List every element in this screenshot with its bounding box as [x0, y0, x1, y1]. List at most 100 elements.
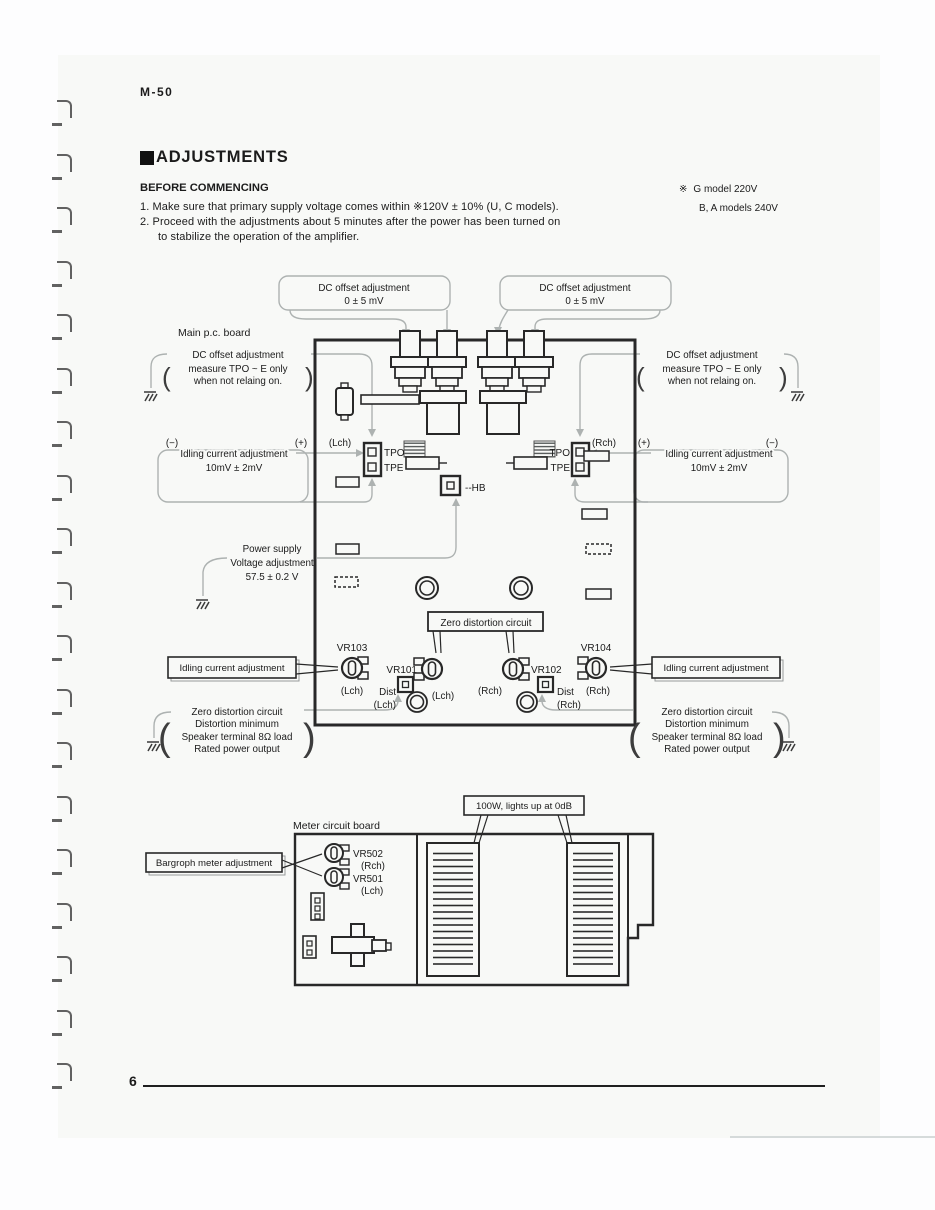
instruction-item-1: 1. Make sure that primary supply voltage…	[140, 201, 559, 213]
dist-label-right: Dist	[557, 687, 574, 698]
test-point-dist-lch	[396, 675, 415, 694]
ground-symbol	[782, 741, 796, 752]
main-board-label: Main p.c. board	[178, 327, 251, 339]
binder-hole-mark	[52, 368, 72, 394]
paren-open: (	[162, 362, 171, 392]
dist-label-left: Dist	[379, 687, 396, 698]
connector-2pin	[302, 935, 317, 959]
zero-distortion-label-box	[427, 611, 544, 632]
binder-hole-mark	[52, 421, 72, 447]
paren-close: )	[303, 717, 316, 759]
ground-symbol	[791, 391, 805, 402]
callout-dc-offset-right-line1: DC offset adjustment	[539, 283, 631, 294]
power-device	[479, 390, 527, 435]
callout-measure-left-line3: when not relaing on.	[193, 376, 282, 387]
vr102-pot	[501, 657, 530, 681]
tpe-resistor-rch	[506, 456, 548, 470]
paren-close: )	[773, 717, 786, 759]
vr102-channel: (Rch)	[478, 686, 502, 697]
test-point-tpe-label-left: TPE	[384, 463, 404, 474]
heading-square-icon	[140, 150, 154, 165]
trim-pot-stack	[477, 356, 517, 393]
resistor	[581, 508, 608, 520]
binder-hole-mark	[52, 528, 72, 554]
test-point-hb-label: --HB	[465, 483, 486, 494]
voltage-note-line2: B, A models 240V	[699, 203, 778, 214]
subheading: BEFORE COMMENCING	[140, 182, 269, 194]
vr104-channel: (Rch)	[586, 686, 610, 697]
section-heading: ADJUSTMENTS	[140, 148, 289, 167]
test-point-block-lch	[362, 441, 383, 478]
callout-idling-right-line2: 10mV ± 2mV	[691, 463, 748, 474]
binder-hole-mark	[52, 742, 72, 768]
vr502-pot	[324, 843, 350, 866]
test-point-tpo-label-right: TPO	[549, 448, 570, 459]
mounting-hole	[406, 691, 428, 713]
idling-box-right-label: Idling current adjustment	[663, 663, 768, 674]
resistor	[335, 476, 360, 488]
idling-label-box-left	[167, 656, 339, 682]
callout-measure-left-line2: measure TPO ~ E only	[188, 364, 287, 375]
vr104-label: VR104	[581, 643, 612, 654]
channel-label-lch: (Lch)	[329, 438, 351, 449]
dist-channel-left: (Lch)	[374, 700, 396, 711]
callout-power-line2: Voltage adjustment	[230, 558, 314, 569]
callout-dc-offset-left-line2: 0 ± 5 mV	[344, 296, 384, 307]
callout-idling-right-line1: Idling current adjustment	[665, 449, 773, 460]
resistor	[334, 576, 359, 588]
resistor	[335, 543, 360, 555]
ground-symbol	[147, 741, 161, 752]
binder-hole-mark	[52, 796, 72, 822]
mounting-hole	[516, 691, 538, 713]
resistor	[583, 450, 610, 462]
callout-zero-right-line1: Zero distortion circuit	[662, 707, 753, 718]
instruction-item-2: 2. Proceed with the adjustments about 5 …	[140, 216, 561, 228]
trim-pot-stack	[427, 356, 467, 393]
callout-zero-left-line1: Zero distortion circuit	[192, 707, 283, 718]
vr502-label: VR502	[353, 849, 383, 860]
meter-power-callout-label: 100W, lights up at 0dB	[476, 801, 572, 812]
vr501-pot	[324, 867, 350, 890]
jumper-bar	[360, 394, 420, 405]
idling-box-left-label: Idling current adjustment	[179, 663, 284, 674]
callout-measure-left-line1: DC offset adjustment	[192, 350, 284, 361]
bargraph-display-rch	[566, 842, 620, 977]
binder-hole-mark	[52, 207, 72, 233]
switch-component	[331, 923, 392, 967]
callout-dc-offset-left-line1: DC offset adjustment	[318, 283, 410, 294]
callout-power-line1: Power supply	[243, 544, 302, 555]
vr101-label: VR101	[386, 665, 417, 676]
binder-hole-mark	[52, 261, 72, 287]
callout-measure-right-line2: measure TPO ~ E only	[662, 364, 761, 375]
test-point-dist-rch	[536, 675, 555, 694]
idling-label-box-right	[609, 656, 784, 682]
zero-distortion-box-label: Zero distortion circuit	[441, 618, 532, 629]
vr103-pot	[340, 656, 369, 680]
binder-hole-mark	[52, 849, 72, 875]
callout-zero-left-line4: Rated power output	[194, 744, 280, 755]
mounting-hole	[415, 576, 439, 600]
callout-idling-left-line2: 10mV ± 2mV	[206, 463, 263, 474]
callout-measure-right-line3: when not relaing on.	[667, 376, 756, 387]
polarity-plus-right: (+)	[638, 438, 650, 449]
binder-hole-mark	[52, 475, 72, 501]
callout-zero-right-line4: Rated power output	[664, 744, 750, 755]
bargraph-box-label: Bargroph meter adjustment	[156, 858, 273, 869]
trim-pot-stack	[390, 356, 430, 393]
vr104-pot	[577, 656, 608, 680]
footer-rule	[143, 1085, 825, 1087]
section-title: ADJUSTMENTS	[156, 148, 289, 166]
vr501-label: VR501	[353, 874, 383, 885]
meter-board-label: Meter circuit board	[293, 820, 380, 832]
page-edge-shadow	[730, 1136, 935, 1138]
vr103-label: VR103	[337, 643, 368, 654]
power-device	[419, 390, 467, 435]
channel-label-rch: (Rch)	[592, 438, 616, 449]
test-point-tpo-label-left: TPO	[384, 448, 405, 459]
vr501-channel: (Lch)	[361, 886, 383, 897]
reference-mark: ※	[679, 184, 688, 195]
vr502-channel: (Rch)	[361, 861, 385, 872]
paren-close: )	[779, 362, 788, 392]
voltage-note-line1: ※G model 220V	[679, 184, 757, 195]
